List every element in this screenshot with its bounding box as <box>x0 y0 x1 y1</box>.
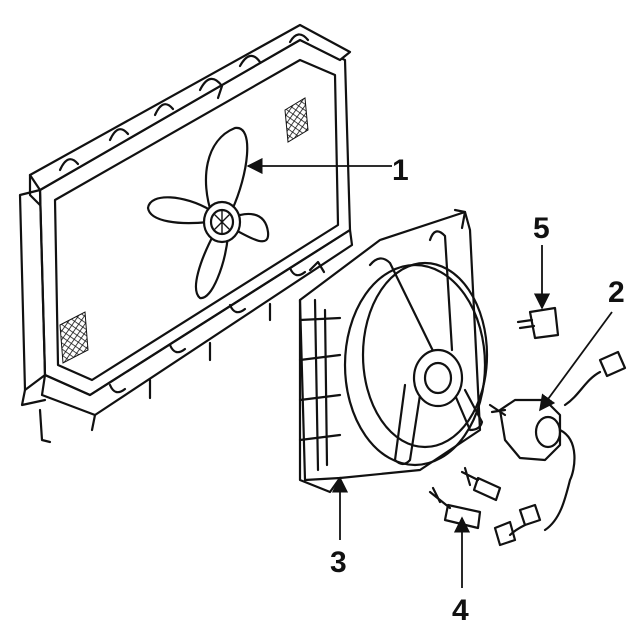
callout-4: 4 <box>452 594 469 627</box>
fan-blade <box>146 126 270 300</box>
fan-shroud <box>298 208 489 494</box>
callout-2: 2 <box>608 276 625 309</box>
fan-motor <box>488 350 627 547</box>
callout-1: 1 <box>392 154 409 187</box>
callout-3: 3 <box>330 546 347 579</box>
connector-relay <box>516 306 560 340</box>
temperature-switch <box>428 466 502 530</box>
callout-5: 5 <box>533 212 550 245</box>
